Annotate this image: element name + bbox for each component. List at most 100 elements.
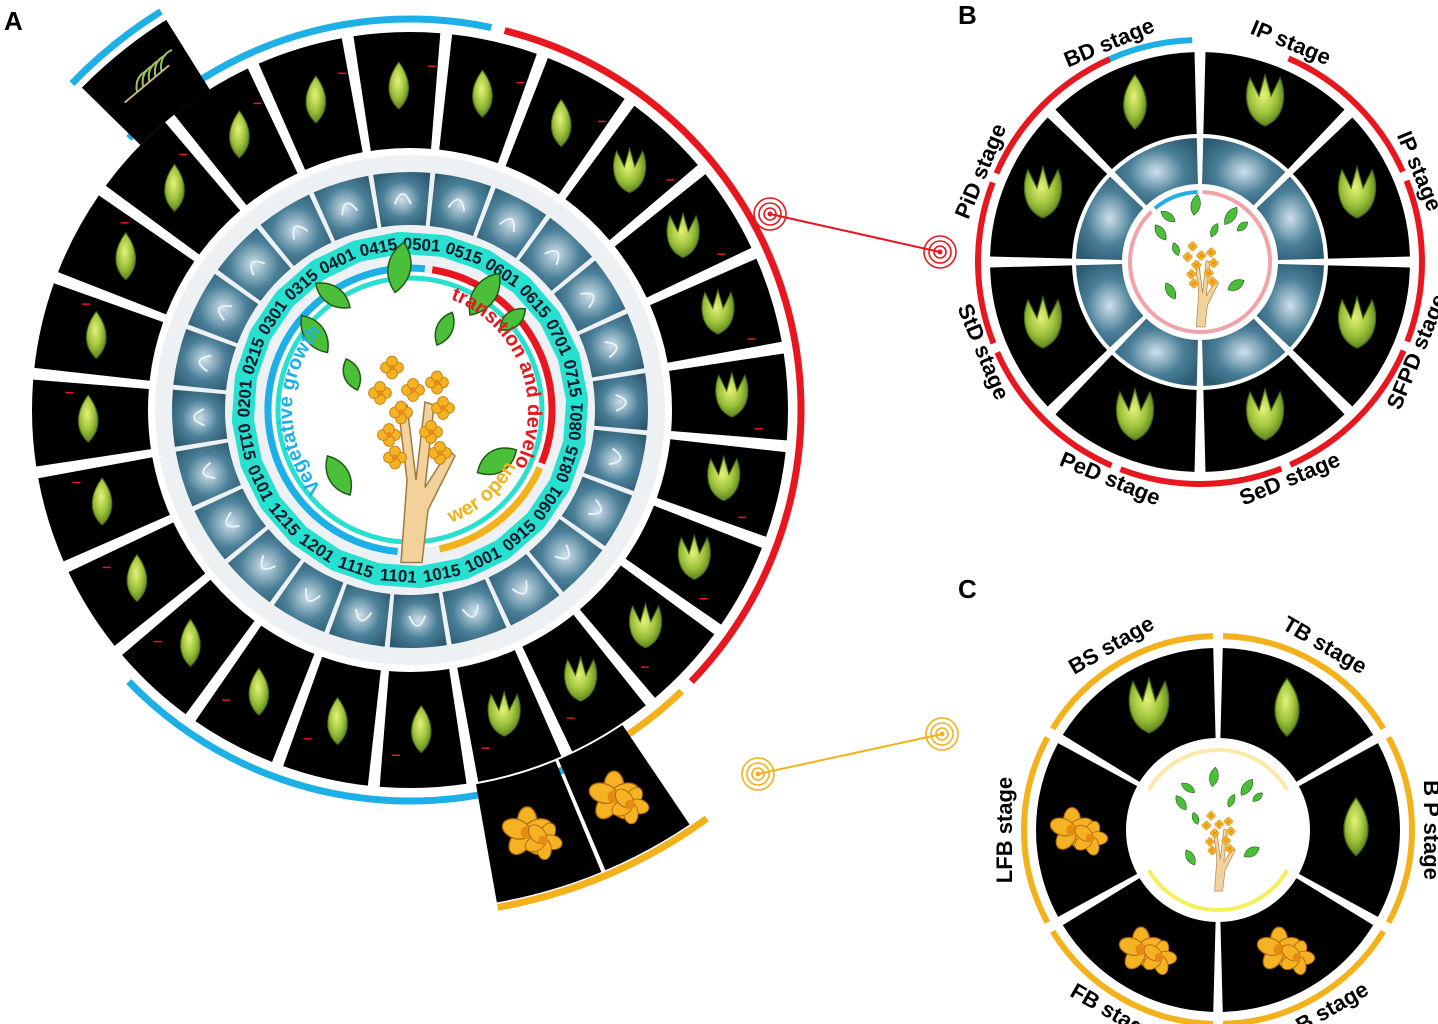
leaf-shape <box>1243 846 1260 858</box>
b-section-image <box>1256 264 1324 348</box>
connector-c <box>757 733 943 775</box>
bud-photo <box>77 394 99 443</box>
flower-cluster <box>401 378 425 402</box>
leaf-shape <box>1236 221 1248 232</box>
scale-bar <box>253 102 262 105</box>
scale-bar <box>303 738 312 740</box>
section-image <box>173 328 237 391</box>
date-badge: 0801 <box>563 397 589 447</box>
leaf-shape <box>1227 794 1236 808</box>
date-badge: 1101 <box>373 563 423 589</box>
flower-cluster <box>1226 826 1236 836</box>
flower-cluster <box>1221 836 1231 846</box>
b-inner-arc-bd <box>1153 190 1198 210</box>
section-image <box>217 227 291 301</box>
meristem-outline <box>260 554 276 570</box>
meristem-outline <box>393 193 412 205</box>
scale-bar <box>597 120 606 123</box>
leaf-shape <box>300 314 329 354</box>
leaf-shape <box>387 241 412 294</box>
leaf-shape <box>325 455 352 496</box>
flower-cluster <box>1225 844 1235 854</box>
meristem-outline <box>250 260 266 276</box>
open-flower <box>611 786 650 825</box>
b-bud <box>1115 386 1154 441</box>
b-bud <box>1246 72 1285 127</box>
bud-photo <box>410 704 432 754</box>
scale-bar <box>81 303 90 305</box>
bud-photo <box>85 310 107 360</box>
meristem-outline <box>499 217 516 232</box>
meristem-outline <box>341 202 359 216</box>
section-image <box>592 373 648 431</box>
section-image <box>519 217 593 291</box>
section-image <box>172 389 228 447</box>
panel-label-c: C <box>958 574 977 604</box>
b-section-image <box>1114 138 1198 206</box>
leaf-shape <box>1240 778 1254 796</box>
flower-cluster <box>1203 268 1214 278</box>
b-section-image <box>1114 318 1198 386</box>
leaf-shape <box>1191 812 1200 825</box>
meristem-outline <box>408 615 427 627</box>
flower-cluster <box>1208 258 1219 268</box>
b-bud <box>1023 294 1062 349</box>
date-badge: 0501 <box>397 231 447 257</box>
osmanthus-illustration <box>300 241 527 564</box>
target-icon-opening-start <box>741 757 775 791</box>
scale-bar <box>666 179 675 181</box>
flower-cluster <box>377 423 401 447</box>
flower-cluster <box>1187 241 1198 252</box>
bud-photo <box>487 690 521 737</box>
flower-cluster <box>425 370 449 395</box>
b-arc-floral <box>994 351 1113 469</box>
section-image <box>389 592 447 648</box>
c-stage-label: LFB stage <box>992 777 1017 883</box>
b-bud <box>1023 164 1062 219</box>
flower-cluster <box>1182 251 1193 262</box>
leaf-shape <box>434 311 455 346</box>
bud-photo <box>180 618 201 667</box>
bud-photo <box>701 287 735 335</box>
b-section-image <box>1202 318 1286 386</box>
scale-bar <box>428 65 437 67</box>
section-image <box>227 529 301 603</box>
panel-label-a: A <box>4 6 23 36</box>
b-section-image <box>1076 264 1144 348</box>
date-badge: 0415 <box>353 232 404 263</box>
meristem-outline <box>580 292 595 309</box>
b-arc-floral <box>1403 179 1425 343</box>
section-image <box>529 519 603 593</box>
leaf-shape <box>468 272 501 316</box>
shoot-photo-cell <box>81 19 210 146</box>
open-flower <box>524 822 563 861</box>
scale-bar <box>179 153 188 156</box>
section-image <box>429 173 492 237</box>
bud-photo <box>707 454 741 502</box>
flower-cluster <box>1188 278 1199 289</box>
section-image <box>187 273 259 344</box>
panel-a-section-ring <box>149 149 671 671</box>
floral-arc <box>503 27 805 685</box>
flower-cluster <box>1196 250 1207 261</box>
section-image <box>260 194 332 267</box>
bud-photo <box>126 553 148 603</box>
flower-cluster <box>1223 816 1234 827</box>
bud-photo <box>305 75 327 124</box>
section-image <box>373 172 431 228</box>
b-arc-floral <box>1289 349 1407 468</box>
flower-cluster <box>368 381 392 405</box>
scale-bar <box>640 666 649 668</box>
leaf-shape <box>314 282 351 309</box>
c-flower <box>1143 940 1178 976</box>
scale-bar <box>102 566 111 569</box>
bud-photo <box>550 98 572 148</box>
date-label: 1101 <box>379 565 417 587</box>
c-flower <box>1049 807 1095 850</box>
opening-arc <box>626 688 685 738</box>
meristem-outline <box>588 499 603 516</box>
bud-photo <box>715 370 749 418</box>
leaf-shape <box>499 307 527 331</box>
section-image <box>583 429 647 492</box>
c-arc <box>1050 633 1214 731</box>
